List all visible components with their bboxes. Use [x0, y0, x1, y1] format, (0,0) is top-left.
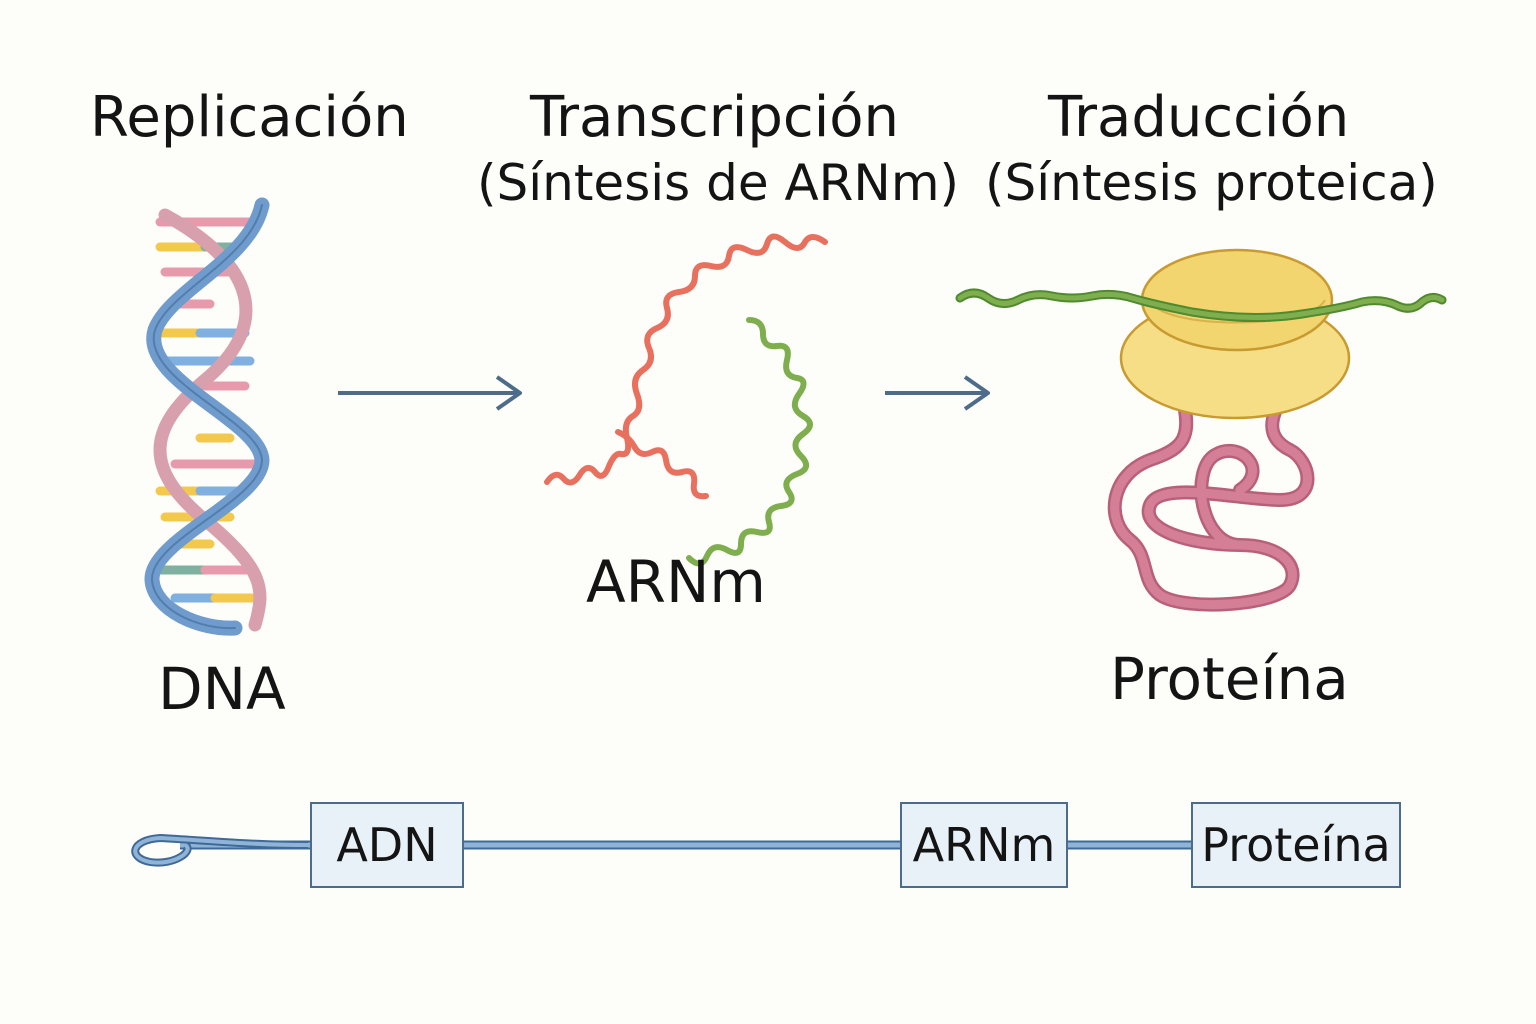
translation-title: Traducción	[1048, 85, 1350, 150]
flow-box-protein: Proteína	[1191, 802, 1401, 888]
dna-label: DNA	[158, 655, 286, 723]
transcription-title: Transcripción	[530, 85, 900, 150]
protein-label: Proteína	[1110, 645, 1349, 713]
flow-box-adn: ADN	[310, 802, 464, 888]
mrna-label: ARNm	[586, 548, 766, 616]
translation-subtitle: (Síntesis proteica)	[985, 154, 1438, 212]
mrna-strand-icon	[544, 233, 828, 567]
ribosome-icon	[955, 248, 1447, 420]
arrow-right-icon	[885, 375, 990, 411]
replication-title: Replicación	[90, 85, 409, 150]
arrow-right-icon	[338, 375, 522, 411]
dna-helix-icon	[144, 197, 270, 636]
transcription-subtitle: (Síntesis de ARNm)	[477, 154, 960, 212]
flow-box-arnm: ARNm	[900, 802, 1068, 888]
protein-chain-icon	[1107, 403, 1315, 612]
